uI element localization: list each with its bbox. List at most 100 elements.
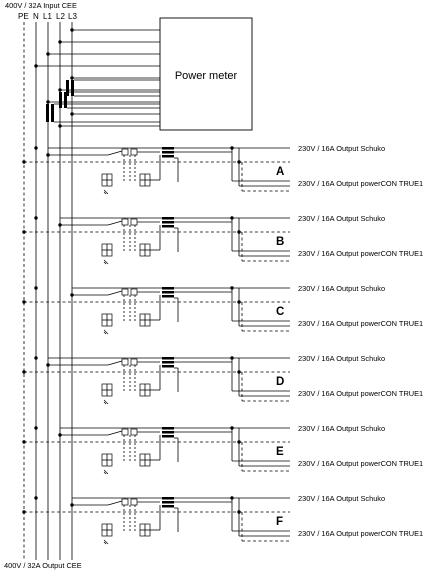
breaker-contact	[130, 358, 138, 366]
filter-choke	[162, 151, 174, 154]
junction-dot	[22, 510, 26, 514]
output-label: 400V / 32A Output CEE	[4, 561, 82, 570]
current-transformer	[46, 104, 49, 122]
breaker-contact	[121, 428, 129, 436]
filter-choke	[162, 435, 174, 438]
ground-symbol	[103, 469, 109, 475]
filter-choke	[162, 287, 174, 290]
filter-choke	[162, 427, 174, 430]
filter-choke	[162, 431, 174, 434]
current-transformer	[59, 92, 62, 108]
circuit-f: 230V / 16A Output Schuko 230V / 16A Outpu…	[22, 494, 423, 545]
output-schuko-label: 230V / 16A Output Schuko	[298, 214, 385, 223]
junction-dot	[34, 216, 38, 220]
output-powercon-label: 230V / 16A Output powerCON TRUE1	[298, 319, 423, 328]
filter-choke	[162, 225, 174, 228]
junction-dot	[237, 370, 241, 374]
junction-dot	[70, 112, 74, 116]
output-schuko-label: 230V / 16A Output Schuko	[298, 284, 385, 293]
junction-dot	[22, 440, 26, 444]
output-powercon-label: 230V / 16A Output powerCON TRUE1	[298, 529, 423, 538]
ground-symbol	[103, 329, 109, 335]
bus-label-l1: L1	[43, 12, 52, 21]
current-transformer	[64, 92, 67, 108]
bus-lines	[23, 22, 73, 560]
circuit-e: 230V / 16A Output Schuko 230V / 16A Outpu…	[22, 424, 423, 475]
breaker-switch	[107, 500, 123, 506]
filter-choke	[162, 147, 174, 150]
filter-choke	[162, 357, 174, 360]
breaker-contact	[130, 498, 138, 506]
circuit-letter: F	[276, 516, 283, 528]
filter-choke	[162, 291, 174, 294]
junction-dot	[237, 440, 241, 444]
junction-dot	[34, 356, 38, 360]
junction-dot	[237, 510, 241, 514]
junction-dot	[34, 286, 38, 290]
junction-dot	[46, 100, 50, 104]
filter-choke	[162, 217, 174, 220]
output-powercon-label: 230V / 16A Output powerCON TRUE1	[298, 459, 423, 468]
bus-label-l2: L2	[56, 12, 65, 21]
breaker-contact	[130, 148, 138, 156]
ground-symbol	[103, 189, 109, 195]
breaker-contact	[121, 358, 129, 366]
output-powercon-label: 230V / 16A Output powerCON TRUE1	[298, 179, 423, 188]
breaker-switch	[107, 360, 123, 366]
junction-dot	[58, 223, 62, 227]
ground-symbol	[103, 259, 109, 265]
circuit-a: 230V / 16A Output Schuko 230V / 16A Outpu…	[22, 144, 423, 195]
junction-dot	[46, 52, 50, 56]
filter-choke	[162, 361, 174, 364]
breaker-contact	[121, 288, 129, 296]
power-meter: Power meter	[34, 17, 253, 131]
junction-dot	[34, 426, 38, 430]
junction-dot	[22, 370, 26, 374]
circuit-b: 230V / 16A Output Schuko 230V / 16A Outpu…	[22, 214, 423, 265]
bus-label-pe: PE	[18, 12, 29, 21]
breaker-contact	[130, 288, 138, 296]
circuit-letter: C	[276, 306, 284, 318]
filter-choke	[162, 501, 174, 504]
junction-dot	[22, 160, 26, 164]
filter-choke	[162, 155, 174, 158]
current-transformer	[51, 104, 54, 122]
junction-dot	[34, 496, 38, 500]
output-schuko-label: 230V / 16A Output Schuko	[298, 424, 385, 433]
circuit-letter: D	[276, 376, 284, 388]
junction-dot	[70, 76, 74, 80]
circuit-letter: E	[276, 446, 284, 458]
junction-dot	[58, 40, 62, 44]
output-powercon-label: 230V / 16A Output powerCON TRUE1	[298, 249, 423, 258]
junction-dot	[58, 124, 62, 128]
filter-choke	[162, 221, 174, 224]
breaker-contact	[130, 428, 138, 436]
breaker-contact	[121, 148, 129, 156]
junction-dot	[22, 300, 26, 304]
circuit-letter: B	[276, 236, 284, 248]
junction-dot	[58, 433, 62, 437]
input-label: 400V / 32A Input CEE	[5, 1, 77, 10]
filter-choke	[162, 505, 174, 508]
bus-label-n: N	[33, 12, 39, 21]
filter-choke	[162, 497, 174, 500]
ground-symbol	[103, 399, 109, 405]
breaker-contact	[130, 218, 138, 226]
breaker-switch	[107, 220, 123, 226]
junction-dot	[22, 230, 26, 234]
bus-label-l3: L3	[68, 12, 77, 21]
output-schuko-label: 230V / 16A Output Schuko	[298, 144, 385, 153]
circuit-letter: A	[276, 166, 284, 178]
current-transformer	[71, 80, 74, 96]
junction-dot	[237, 160, 241, 164]
current-transformer	[66, 80, 69, 96]
junction-dot	[34, 64, 38, 68]
breaker-switch	[107, 150, 123, 156]
ground-symbol	[103, 539, 109, 545]
output-schuko-label: 230V / 16A Output Schuko	[298, 494, 385, 503]
junction-dot	[70, 503, 74, 507]
